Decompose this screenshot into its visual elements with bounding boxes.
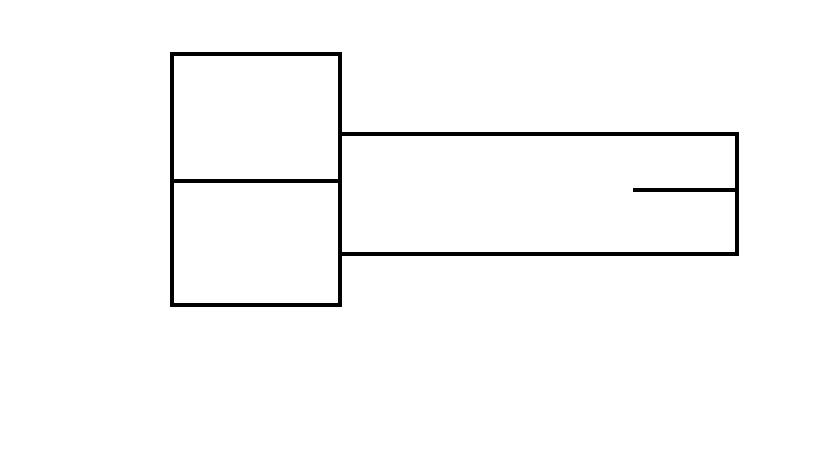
square-lower-box — [170, 179, 342, 307]
square-upper-box — [170, 52, 342, 183]
